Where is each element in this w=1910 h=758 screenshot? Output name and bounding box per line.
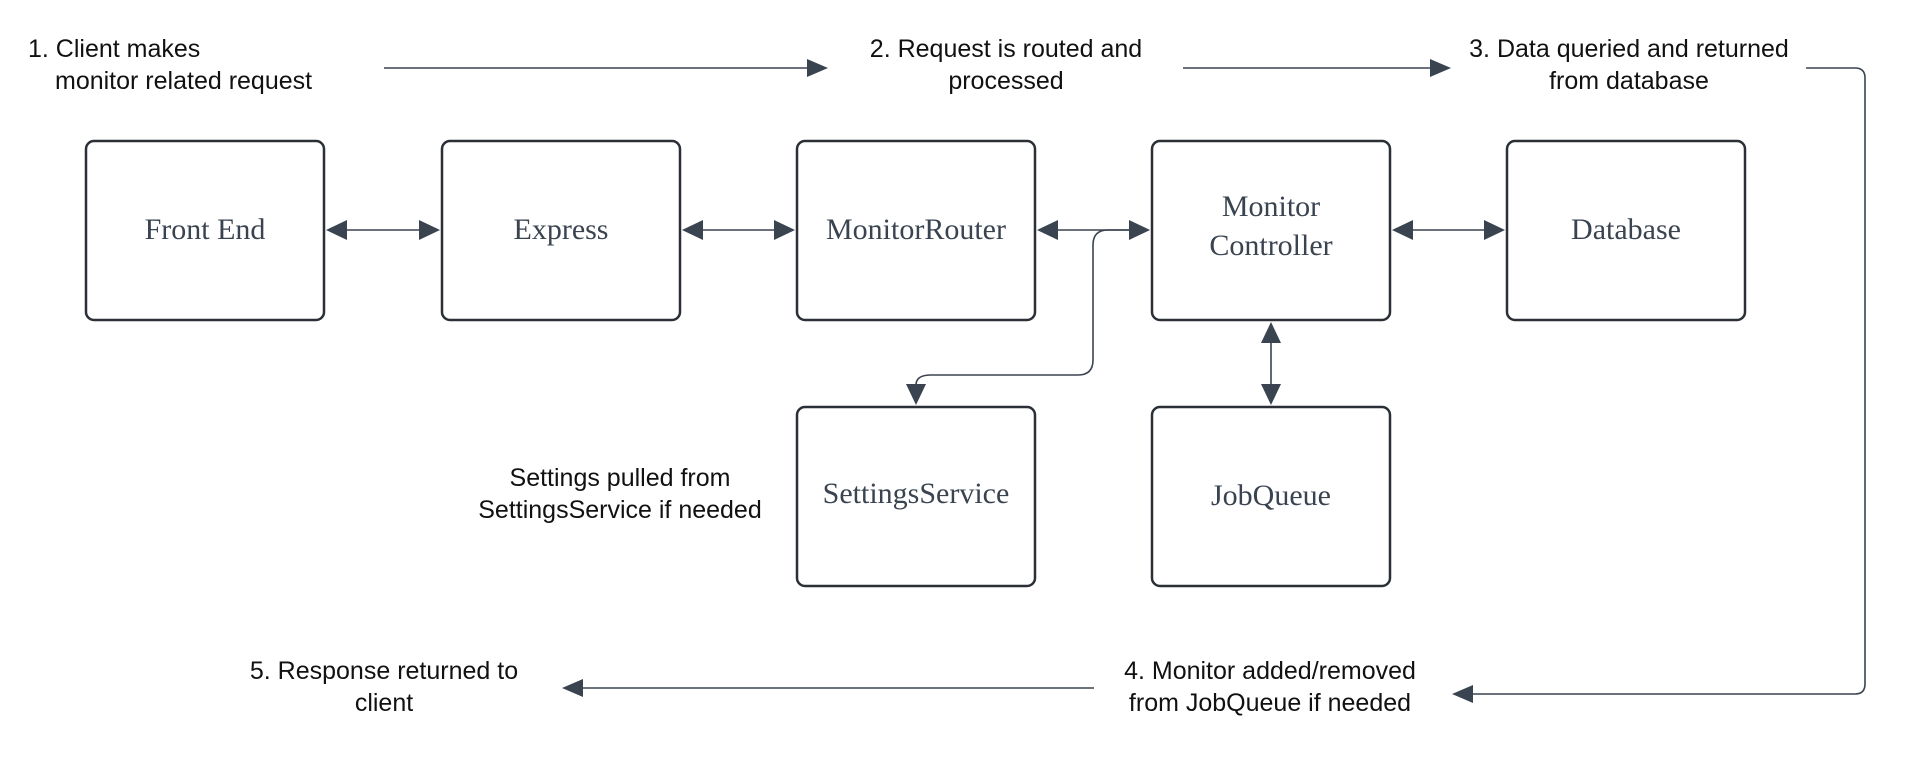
node-monitor-router-label: MonitorRouter — [826, 213, 1006, 246]
connector-controller-jobqueue — [1261, 322, 1281, 405]
arrowhead-left-icon — [326, 220, 347, 240]
arrowhead-right-icon — [807, 59, 828, 77]
settings-note-line-2: SettingsService if needed — [478, 496, 762, 524]
arrowhead-right-icon — [1129, 220, 1150, 240]
step-2-note: 2. Request is routed and processed — [870, 35, 1142, 95]
step-3-line-1: 3. Data queried and returned — [1469, 35, 1789, 63]
flow-arrow-step4-to-step5 — [562, 679, 1094, 697]
arrowhead-left-icon — [1037, 220, 1058, 240]
node-express-label: Express — [514, 213, 609, 246]
connector-controller-database — [1392, 220, 1505, 240]
step-5-note: 5. Response returned to client — [250, 657, 518, 717]
step-2-line-2: processed — [948, 67, 1063, 95]
step-1-line-2: monitor related request — [55, 67, 312, 95]
node-monitor-controller-line-2: Controller — [1209, 229, 1332, 262]
step-5-line-2: client — [355, 689, 413, 717]
step-4-line-1: 4. Monitor added/removed — [1124, 657, 1416, 685]
connector-router-settings-service — [906, 229, 1130, 405]
node-job-queue-label: JobQueue — [1211, 479, 1331, 512]
node-settings-service-label: SettingsService — [823, 477, 1010, 510]
arrowhead-down-icon — [906, 384, 926, 405]
flow-arrow-step3-to-step4 — [1452, 67, 1866, 703]
arrowhead-up-icon — [1261, 322, 1281, 343]
arrowhead-right-icon — [774, 220, 795, 240]
arrowhead-down-icon — [1261, 384, 1281, 405]
node-front-end-label: Front End — [145, 213, 266, 246]
step-2-line-1: 2. Request is routed and — [870, 35, 1142, 63]
flow-arrow-step1-to-step2 — [384, 59, 828, 77]
node-express: Express — [440, 139, 682, 322]
step-4-note: 4. Monitor added/removed from JobQueue i… — [1124, 657, 1416, 717]
arrowhead-right-icon — [1430, 59, 1451, 77]
node-database: Database — [1505, 139, 1747, 322]
connector-frontend-express — [326, 220, 440, 240]
step-1-note: 1. Client makes monitor related request — [28, 35, 312, 95]
arrowhead-left-icon — [1452, 685, 1473, 703]
step-5-line-1: 5. Response returned to — [250, 657, 518, 685]
arrowhead-right-icon — [419, 220, 440, 240]
settings-note: Settings pulled from SettingsService if … — [478, 464, 762, 524]
node-monitor-controller: Monitor Controller — [1150, 139, 1392, 322]
step-1-line-1: 1. Client makes — [28, 35, 200, 63]
connector-router-controller — [1037, 220, 1150, 240]
node-monitor-controller-line-1: Monitor — [1222, 190, 1320, 223]
node-monitor-router: MonitorRouter — [795, 139, 1037, 322]
step-3-line-2: from database — [1549, 67, 1709, 95]
arrowhead-left-icon — [1392, 220, 1413, 240]
node-front-end: Front End — [84, 139, 326, 322]
step-4-line-2: from JobQueue if needed — [1129, 689, 1411, 717]
arrowhead-left-icon — [562, 679, 583, 697]
arrowhead-left-icon — [682, 220, 703, 240]
node-settings-service: SettingsService — [795, 405, 1037, 588]
node-database-label: Database — [1571, 213, 1681, 246]
step-3-note: 3. Data queried and returned from databa… — [1469, 35, 1789, 95]
connector-express-router — [682, 220, 795, 240]
node-job-queue: JobQueue — [1150, 405, 1392, 588]
flow-arrow-step2-to-step3 — [1183, 59, 1451, 77]
settings-note-line-1: Settings pulled from — [510, 464, 731, 492]
arrowhead-right-icon — [1484, 220, 1505, 240]
